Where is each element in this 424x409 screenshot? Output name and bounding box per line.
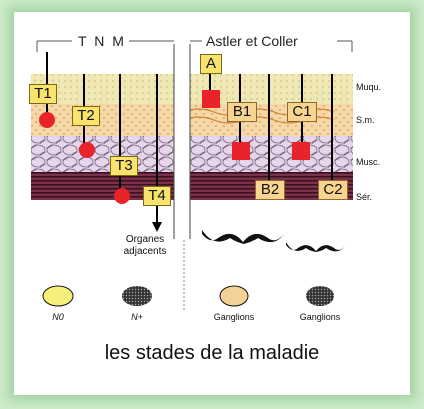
legend-ganglion-invaded <box>306 286 334 306</box>
legend-ganglion-healthy <box>219 285 249 307</box>
figure-caption: les stades de la maladie <box>104 342 320 364</box>
adjacent-organs-label: Organes adjacents <box>123 234 167 257</box>
tumor-t1 <box>39 112 55 128</box>
tumor-t2 <box>79 142 95 158</box>
legend-nplus-label: N+ <box>131 312 143 322</box>
layer-mucosa <box>31 74 353 104</box>
bracket-right-icon <box>286 242 346 252</box>
stage-tag-c1: C1 <box>287 102 317 122</box>
tumor-c1 <box>292 142 310 160</box>
tnm-bracket <box>36 40 174 52</box>
legend-nplus-node <box>122 286 152 306</box>
legend-ganglion-label-2: Ganglions <box>299 312 341 322</box>
stage-tag-t2: T2 <box>72 106 100 126</box>
stage-tag-t4: T4 <box>143 186 171 206</box>
stage-tag-b2: B2 <box>255 180 285 200</box>
legend-n0-label: N0 <box>52 312 64 322</box>
stage-tag-t3: T3 <box>110 156 138 176</box>
legend-ganglion-label-1: Ganglions <box>213 312 255 322</box>
tumor-t3 <box>114 188 130 204</box>
tnm-header: T N M <box>76 33 128 49</box>
tumor-a <box>202 90 220 108</box>
astler-header: Astler et Coller <box>204 33 300 49</box>
center-divider <box>174 44 190 239</box>
layer-label-muscularis: Musc. <box>356 157 381 167</box>
tumor-b1 <box>232 142 250 160</box>
t4-arrow-icon <box>152 222 162 232</box>
stage-tag-a: A <box>200 54 222 74</box>
stage-tag-b1: B1 <box>227 102 257 122</box>
diagram-panel: T N M Astler et Coller Muqu. S.m. Musc. … <box>14 12 410 395</box>
layer-serosa <box>31 172 353 200</box>
stage-tag-t1: T1 <box>29 84 57 104</box>
bracket-left-icon <box>202 230 284 244</box>
layer-label-serosa: Sér. <box>356 192 373 202</box>
astler-bracket <box>190 40 353 52</box>
stage-tag-c2: C2 <box>318 180 348 200</box>
layer-label-submucosa: S.m. <box>356 115 375 125</box>
legend-n0-node <box>42 285 74 307</box>
layer-label-mucosa: Muqu. <box>356 82 382 92</box>
